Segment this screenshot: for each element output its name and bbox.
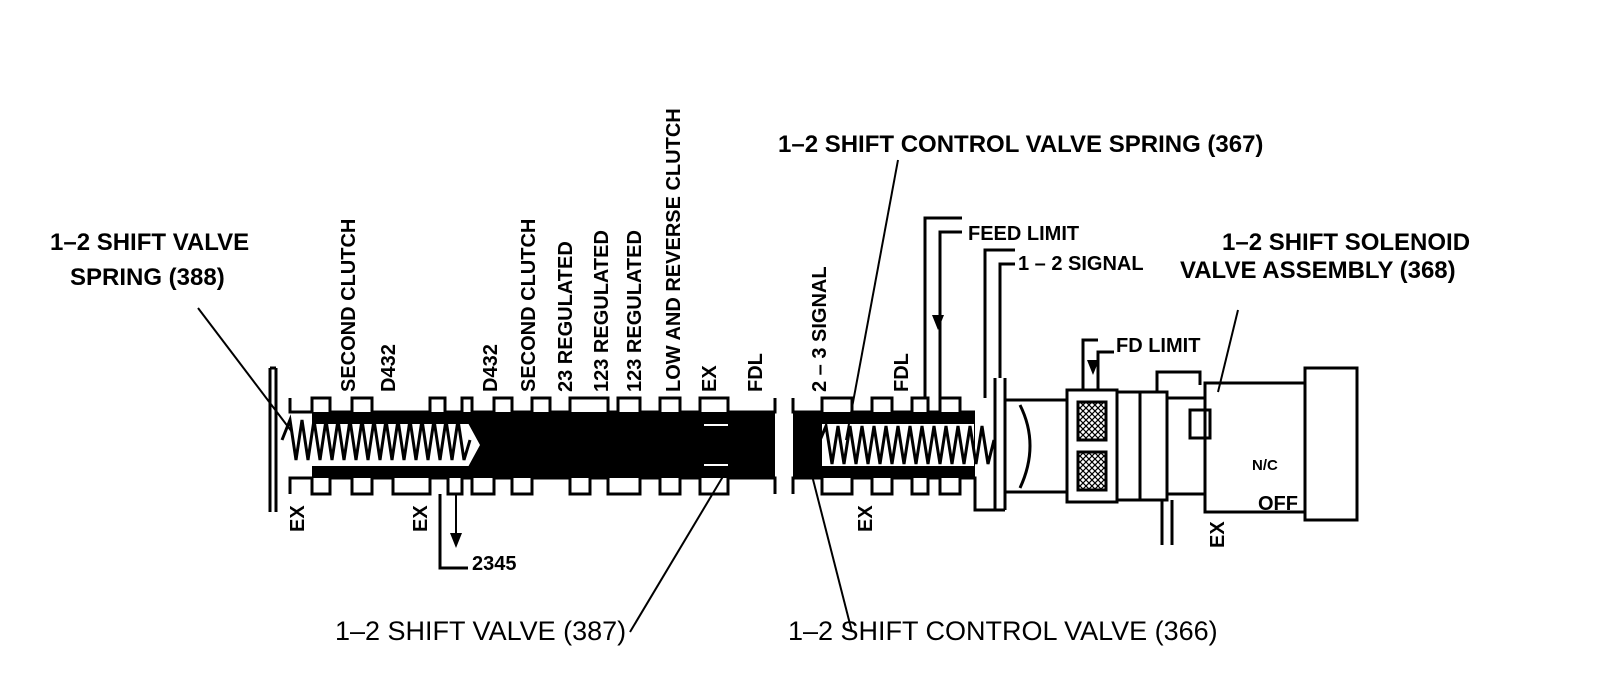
control-valve-spring-label: 1–2 SHIFT CONTROL VALVE SPRING (367) bbox=[778, 131, 1263, 158]
port-ex-bottom-1: EX bbox=[287, 505, 309, 532]
solenoid-off-label: OFF bbox=[1258, 493, 1298, 515]
port-second-clutch-2: SECOND CLUTCH bbox=[518, 219, 540, 392]
port-fdl-1: FDL bbox=[745, 353, 767, 392]
port-fdl-2: FDL bbox=[891, 353, 913, 392]
port-23-signal: 2 – 3 SIGNAL bbox=[809, 266, 831, 392]
port-ex-bottom-2: EX bbox=[410, 505, 432, 532]
port-ex-top: EX bbox=[699, 365, 721, 392]
shift-valve-spring-label-line1: 1–2 SHIFT VALVE bbox=[50, 229, 249, 256]
shift-solenoid-valve-assembly-368 bbox=[1003, 338, 1359, 545]
shift-valve-387 bbox=[312, 412, 775, 478]
control-valve-label: 1–2 SHIFT CONTROL VALVE (366) bbox=[788, 616, 1218, 646]
solenoid-label-line2: VALVE ASSEMBLY (368) bbox=[1180, 257, 1456, 284]
port-123-regulated-2: 123 REGULATED bbox=[624, 230, 646, 392]
shift-valve-spring-label-line2: SPRING (388) bbox=[70, 264, 225, 291]
leader-lines bbox=[197, 159, 1239, 633]
port-low-reverse-clutch: LOW AND REVERSE CLUTCH bbox=[663, 108, 685, 392]
shift-valve-label: 1–2 SHIFT VALVE (387) bbox=[335, 616, 626, 646]
solenoid-nc-label: N/C bbox=[1252, 457, 1278, 474]
signal-12-label: 1 – 2 SIGNAL bbox=[1018, 253, 1144, 275]
feed-limit-label: FEED LIMIT bbox=[968, 223, 1079, 245]
port-ex-bottom-4: EX bbox=[1207, 521, 1229, 548]
port-2345: 2345 bbox=[472, 553, 517, 575]
solenoid-label-line1: 1–2 SHIFT SOLENOID bbox=[1222, 229, 1470, 256]
port-23-regulated: 23 REGULATED bbox=[555, 241, 577, 392]
port-ex-bottom-3: EX bbox=[855, 505, 877, 532]
flow-arrows bbox=[450, 315, 1099, 548]
port-d432-2: D432 bbox=[480, 344, 502, 392]
fd-limit-label: FD LIMIT bbox=[1116, 335, 1200, 357]
top-left-ports: SECOND CLUTCH D432 D432 SECOND CLUTCH 23… bbox=[338, 108, 767, 392]
port-second-clutch-1: SECOND CLUTCH bbox=[338, 219, 360, 392]
port-123-regulated-1: 123 REGULATED bbox=[591, 230, 613, 392]
shift-control-valve-366 bbox=[793, 412, 996, 478]
port-d432-1: D432 bbox=[378, 344, 400, 392]
